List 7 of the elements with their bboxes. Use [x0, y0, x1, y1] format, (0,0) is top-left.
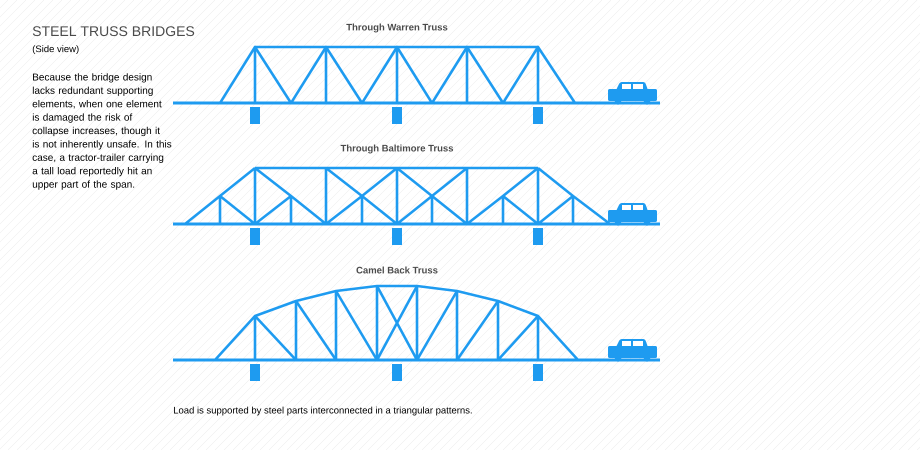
title: STEEL TRUSS BRIDGES [32, 26, 194, 36]
truss-name: Camel Back Truss [356, 266, 438, 274]
truss-name: Through Baltimore Truss [340, 144, 454, 154]
truss-name: Through Warren Truss [346, 24, 448, 32]
caption: Load is supported by steel parts interconnected in a triangular patterns. [174, 406, 472, 416]
description-paragraph: Because the bridge design lacks redundant supporting elements, when one element is damaged the risk of collapse increases, though it is not inherently unsafe. In this case, a tractor-trailer carrying a tall load reportedly hit an upper part of the span. [32, 73, 172, 190]
subtitle: (Side view) [32, 45, 79, 54]
